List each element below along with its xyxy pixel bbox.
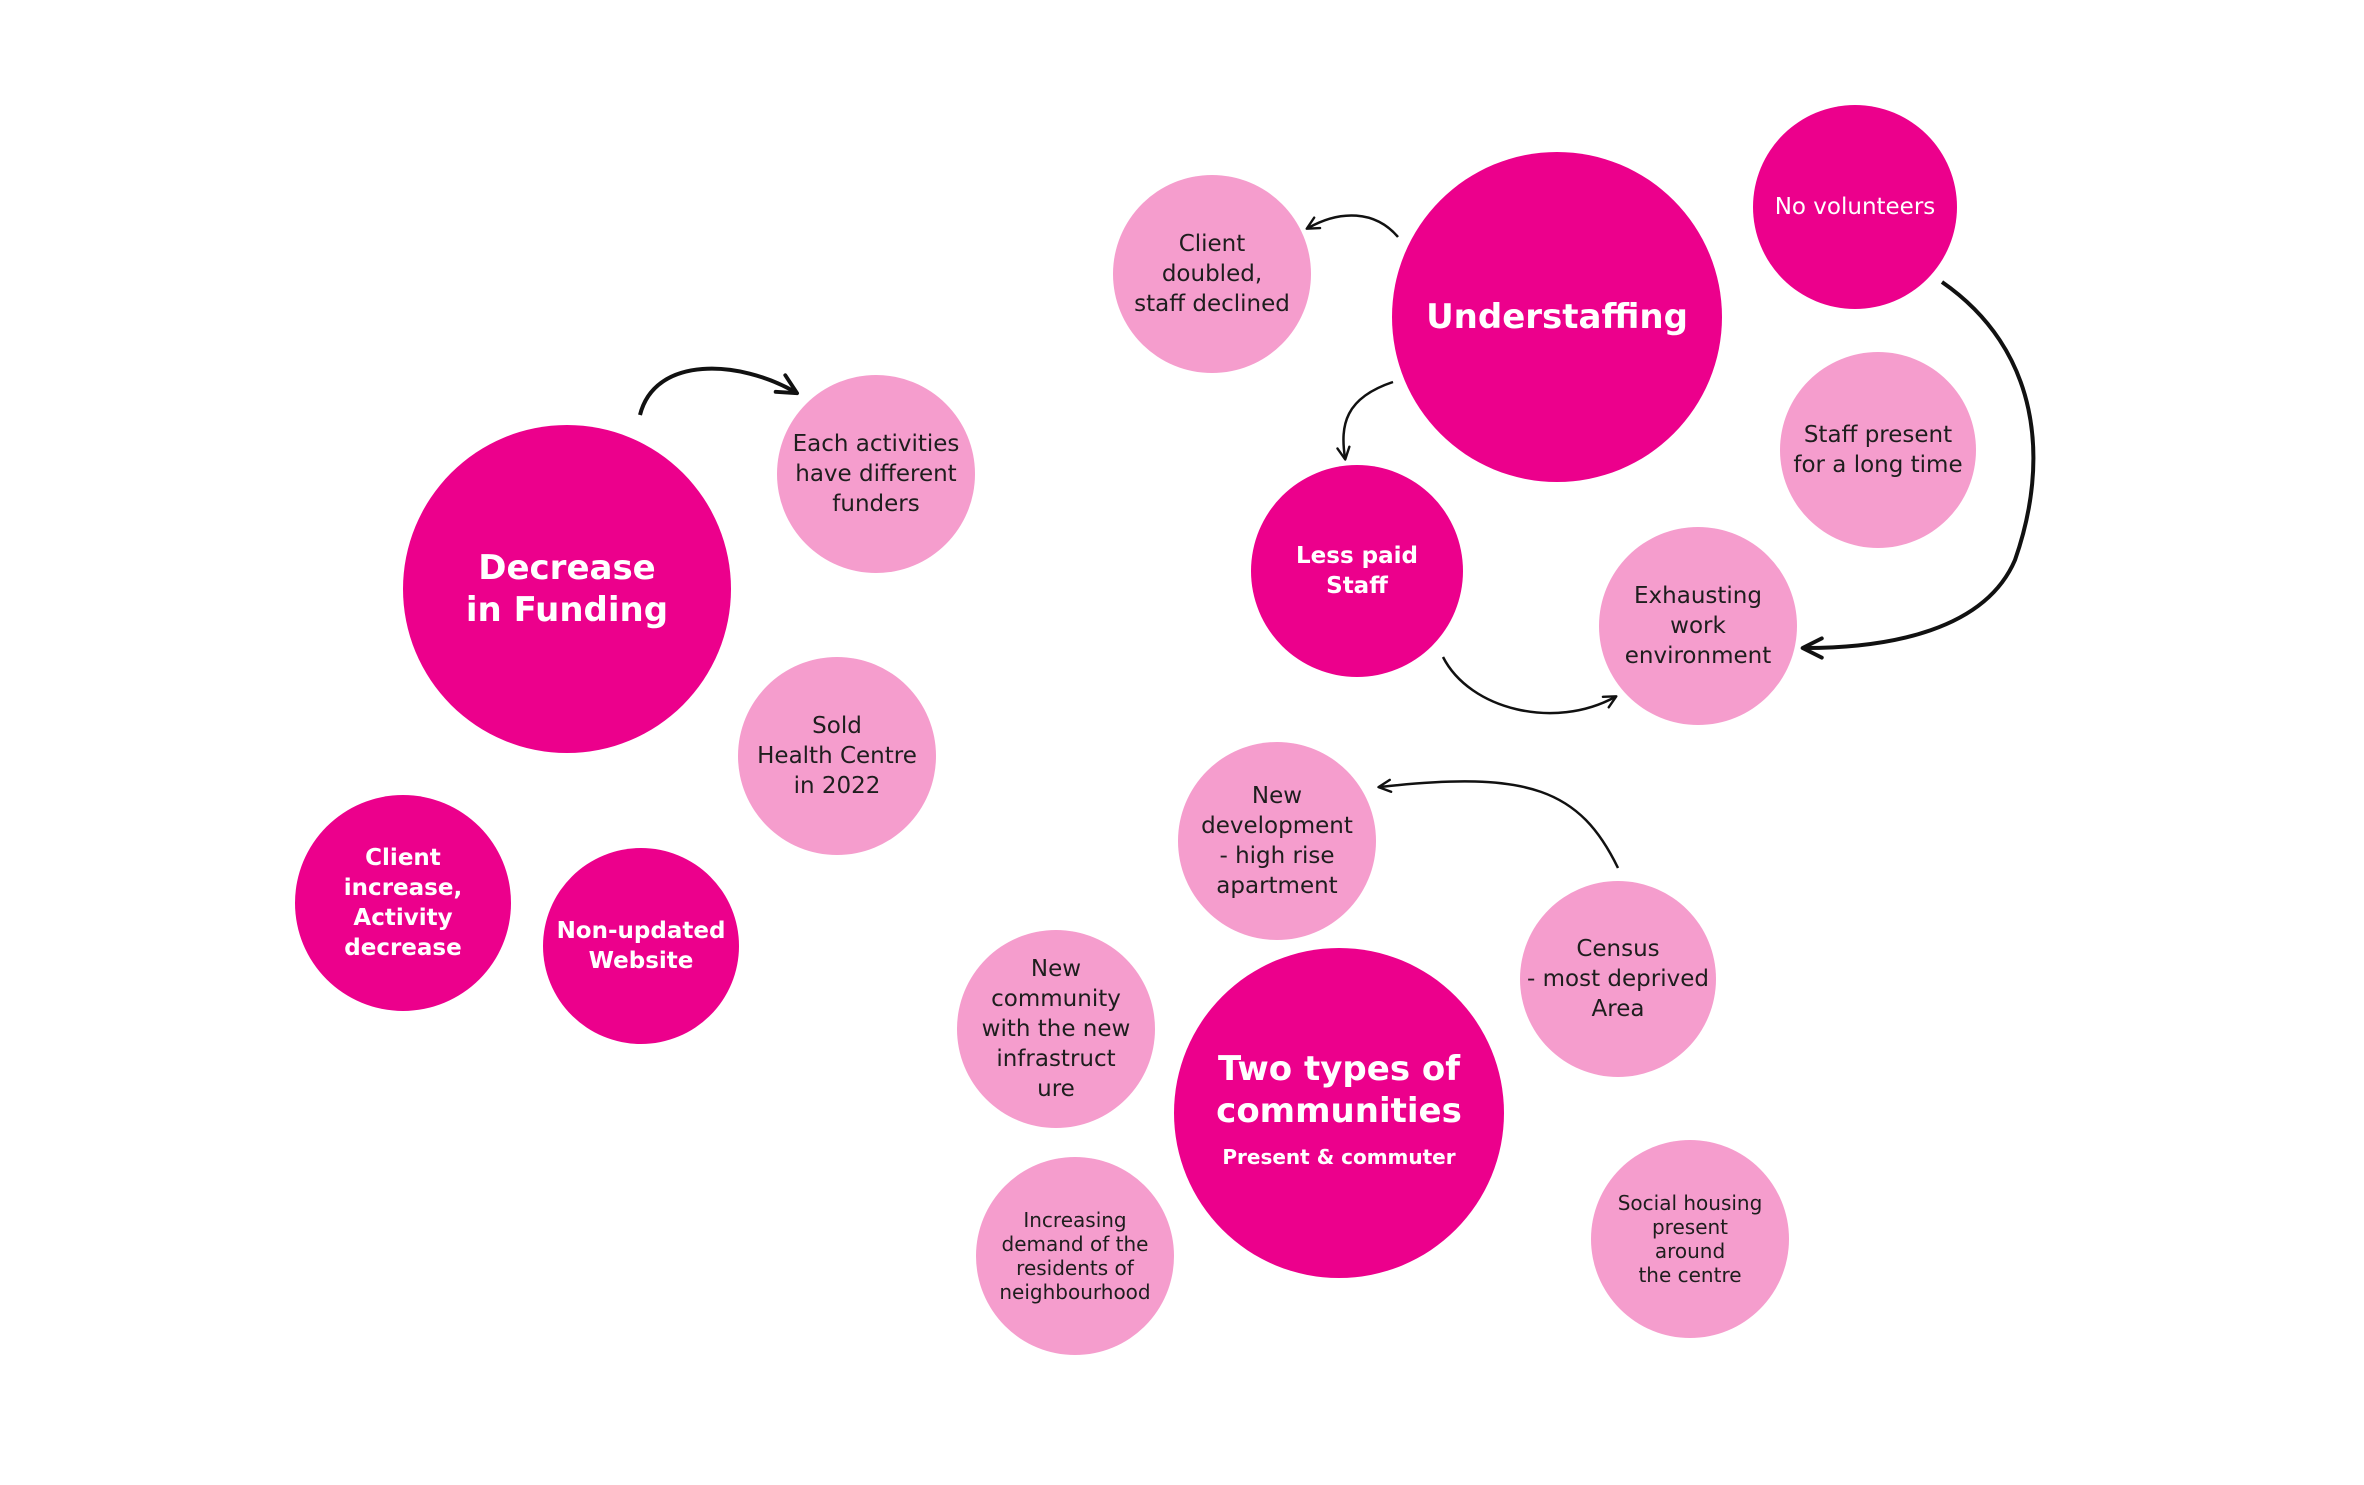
bubble-label: Increasing demand of the residents of ne… [999, 1208, 1151, 1304]
bubble-two-types-of-communities: Two types of communities Present & commu… [1174, 948, 1504, 1278]
bubble-sublabel: Present & commuter [1222, 1145, 1456, 1169]
bubble-census-most-deprived: Census - most deprived Area [1520, 881, 1716, 1077]
bubble-label: Decrease in Funding [465, 548, 669, 630]
bubble-social-housing: Social housing present around the centre [1591, 1140, 1789, 1338]
arrow-census-to-new-development [1377, 778, 1620, 869]
bubble-label: Social housing present around the centre [1617, 1191, 1763, 1287]
bubble-less-paid-staff: Less paid Staff [1251, 465, 1463, 677]
bubble-understaffing: Understaffing [1392, 152, 1722, 482]
bubble-label: Exhausting work environment [1624, 583, 1772, 669]
bubble-label: Client increase, Activity decrease [343, 845, 463, 961]
bubble-increasing-demand: Increasing demand of the residents of ne… [976, 1157, 1174, 1355]
bubble-label: Sold Health Centre in 2022 [757, 713, 917, 799]
arrow-no-volunteers-to-exhausting [1800, 280, 2036, 660]
bubble-label: Staff present for a long time [1793, 422, 1963, 478]
arrow-understaffing-to-client-doubled [1305, 214, 1399, 238]
bubble-label: No volunteers [1774, 194, 1936, 220]
bubble-client-increase-activity-decrease: Client increase, Activity decrease [295, 795, 511, 1011]
bubble-exhausting-work-environment: Exhausting work environment [1599, 527, 1797, 725]
bubble-client-doubled-staff-declined: Client doubled, staff declined [1113, 175, 1311, 373]
bubble-label: Census - most deprived Area [1527, 936, 1709, 1022]
bubble-label: Non-updated Website [556, 918, 726, 974]
bubble-label: New community with the new infrastruct u… [981, 956, 1131, 1102]
bubble-sold-health-centre: Sold Health Centre in 2022 [738, 657, 936, 855]
bubble-label: Understaffing [1426, 297, 1688, 337]
bubble-label: Two types of communities [1216, 1049, 1462, 1131]
bubble-each-activities-funders: Each activities have different funders [777, 375, 975, 573]
bubble-decrease-in-funding: Decrease in Funding [403, 425, 731, 753]
bubble-non-updated-website: Non-updated Website [543, 848, 739, 1044]
bubble-new-community-infrastructure: New community with the new infrastruct u… [957, 930, 1155, 1128]
bubble-new-development-high-rise: New development - high rise apartment [1178, 742, 1376, 940]
bubble-no-volunteers: No volunteers [1753, 105, 1957, 309]
bubble-label: Less paid Staff [1296, 543, 1418, 599]
arrow-funding-to-funders [638, 366, 799, 416]
bubble-staff-present-long-time: Staff present for a long time [1780, 352, 1976, 548]
bubble-label: New development - high rise apartment [1201, 783, 1353, 899]
bubble-label: Each activities have different funders [792, 431, 960, 517]
arrow-understaffing-to-less-paid [1336, 380, 1394, 461]
bubble-label: Client doubled, staff declined [1134, 231, 1290, 317]
arrow-less-paid-to-exhausting [1441, 656, 1618, 715]
